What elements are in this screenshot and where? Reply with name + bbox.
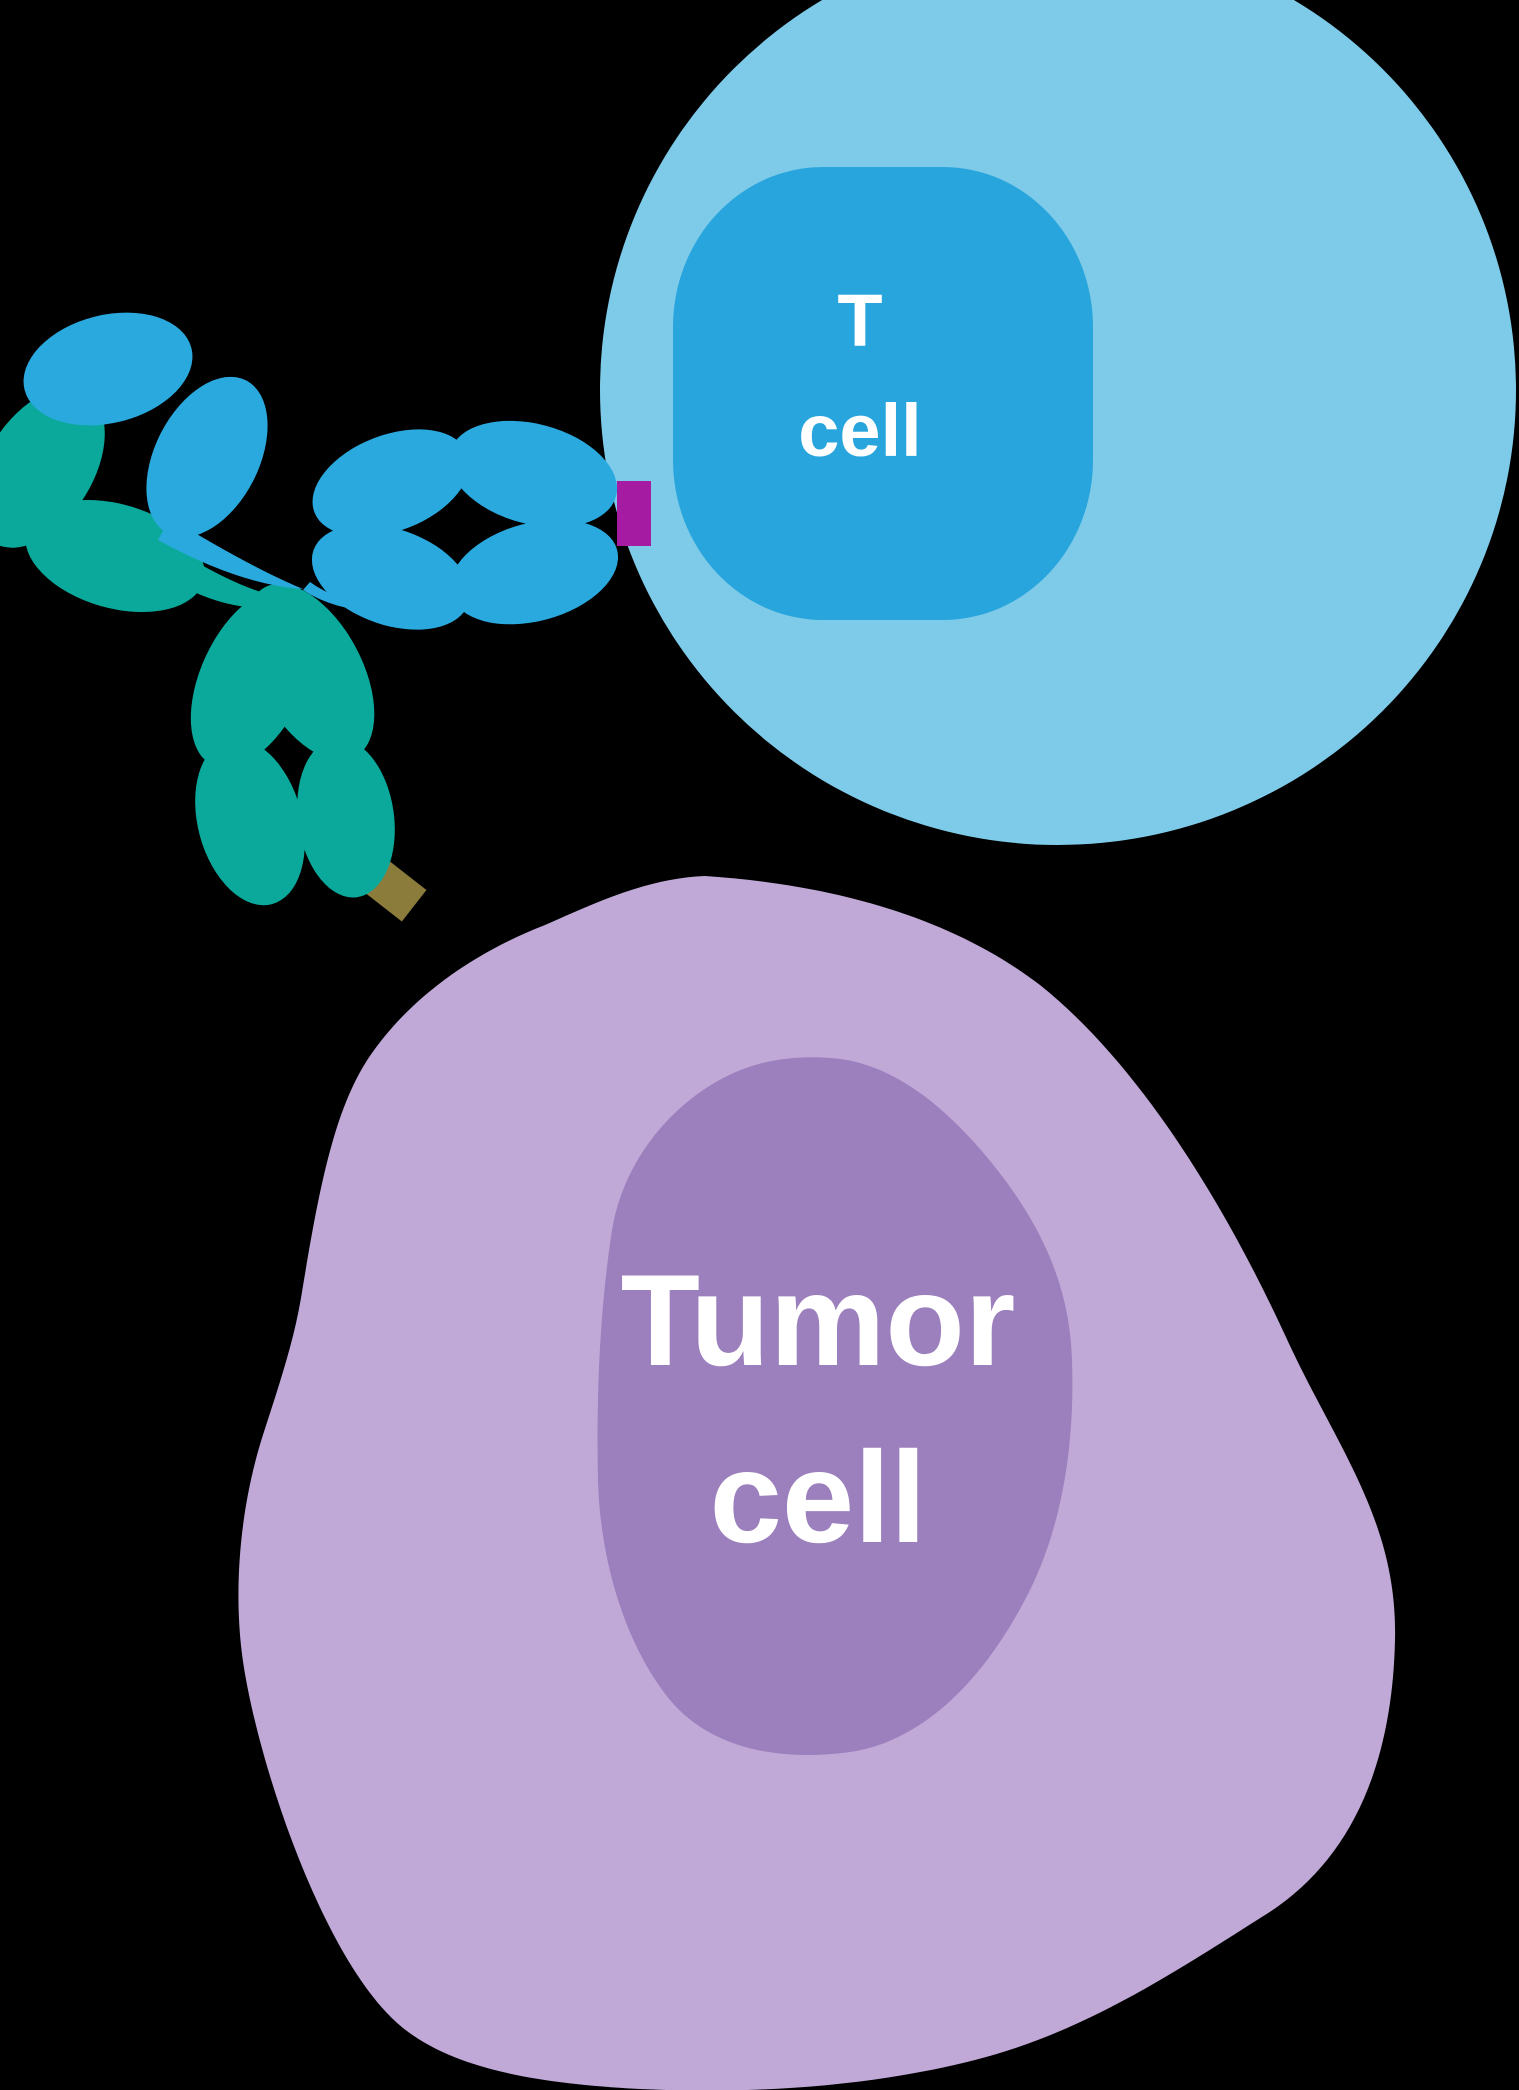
antibody-fc-domain-2 [245, 583, 375, 761]
t-cell-nucleus [673, 167, 1093, 620]
t-cell-label-line2: cell [798, 389, 922, 472]
antibody-fab2-domain-1 [312, 429, 470, 537]
antibody-fab1-heavy-domain [25, 499, 205, 613]
tumor-cell [238, 876, 1396, 2090]
antibody-fab2-domain-2 [448, 420, 618, 528]
antibody-fc-domain-4 [297, 738, 395, 898]
tumor-cell-label-line1: Tumor [620, 1247, 1016, 1393]
antibody-fab2-domain-3 [311, 524, 471, 630]
tumor-cell-label-line2: cell [709, 1424, 927, 1570]
t-cell-label: T cell [660, 266, 1060, 486]
t-cell-label-line1: T [837, 279, 883, 362]
antibody-fab1-blue-domain-1 [23, 312, 193, 426]
t-cell [600, 0, 1516, 845]
tumor-cell-label: Tumor cell [518, 1232, 1118, 1586]
antibody-hinge-blue-left [158, 518, 303, 589]
antibody-fab1-blue-domain-2 [146, 376, 268, 538]
tumor-cell-nucleus [597, 1057, 1073, 1756]
antibody-blue-domains [23, 312, 619, 630]
t-cell-antigen-connector [617, 481, 651, 546]
antibody-fc-domain-3 [195, 738, 305, 906]
antibody-teal-domains [0, 388, 395, 906]
antibody-fab2-domain-4 [449, 519, 619, 625]
